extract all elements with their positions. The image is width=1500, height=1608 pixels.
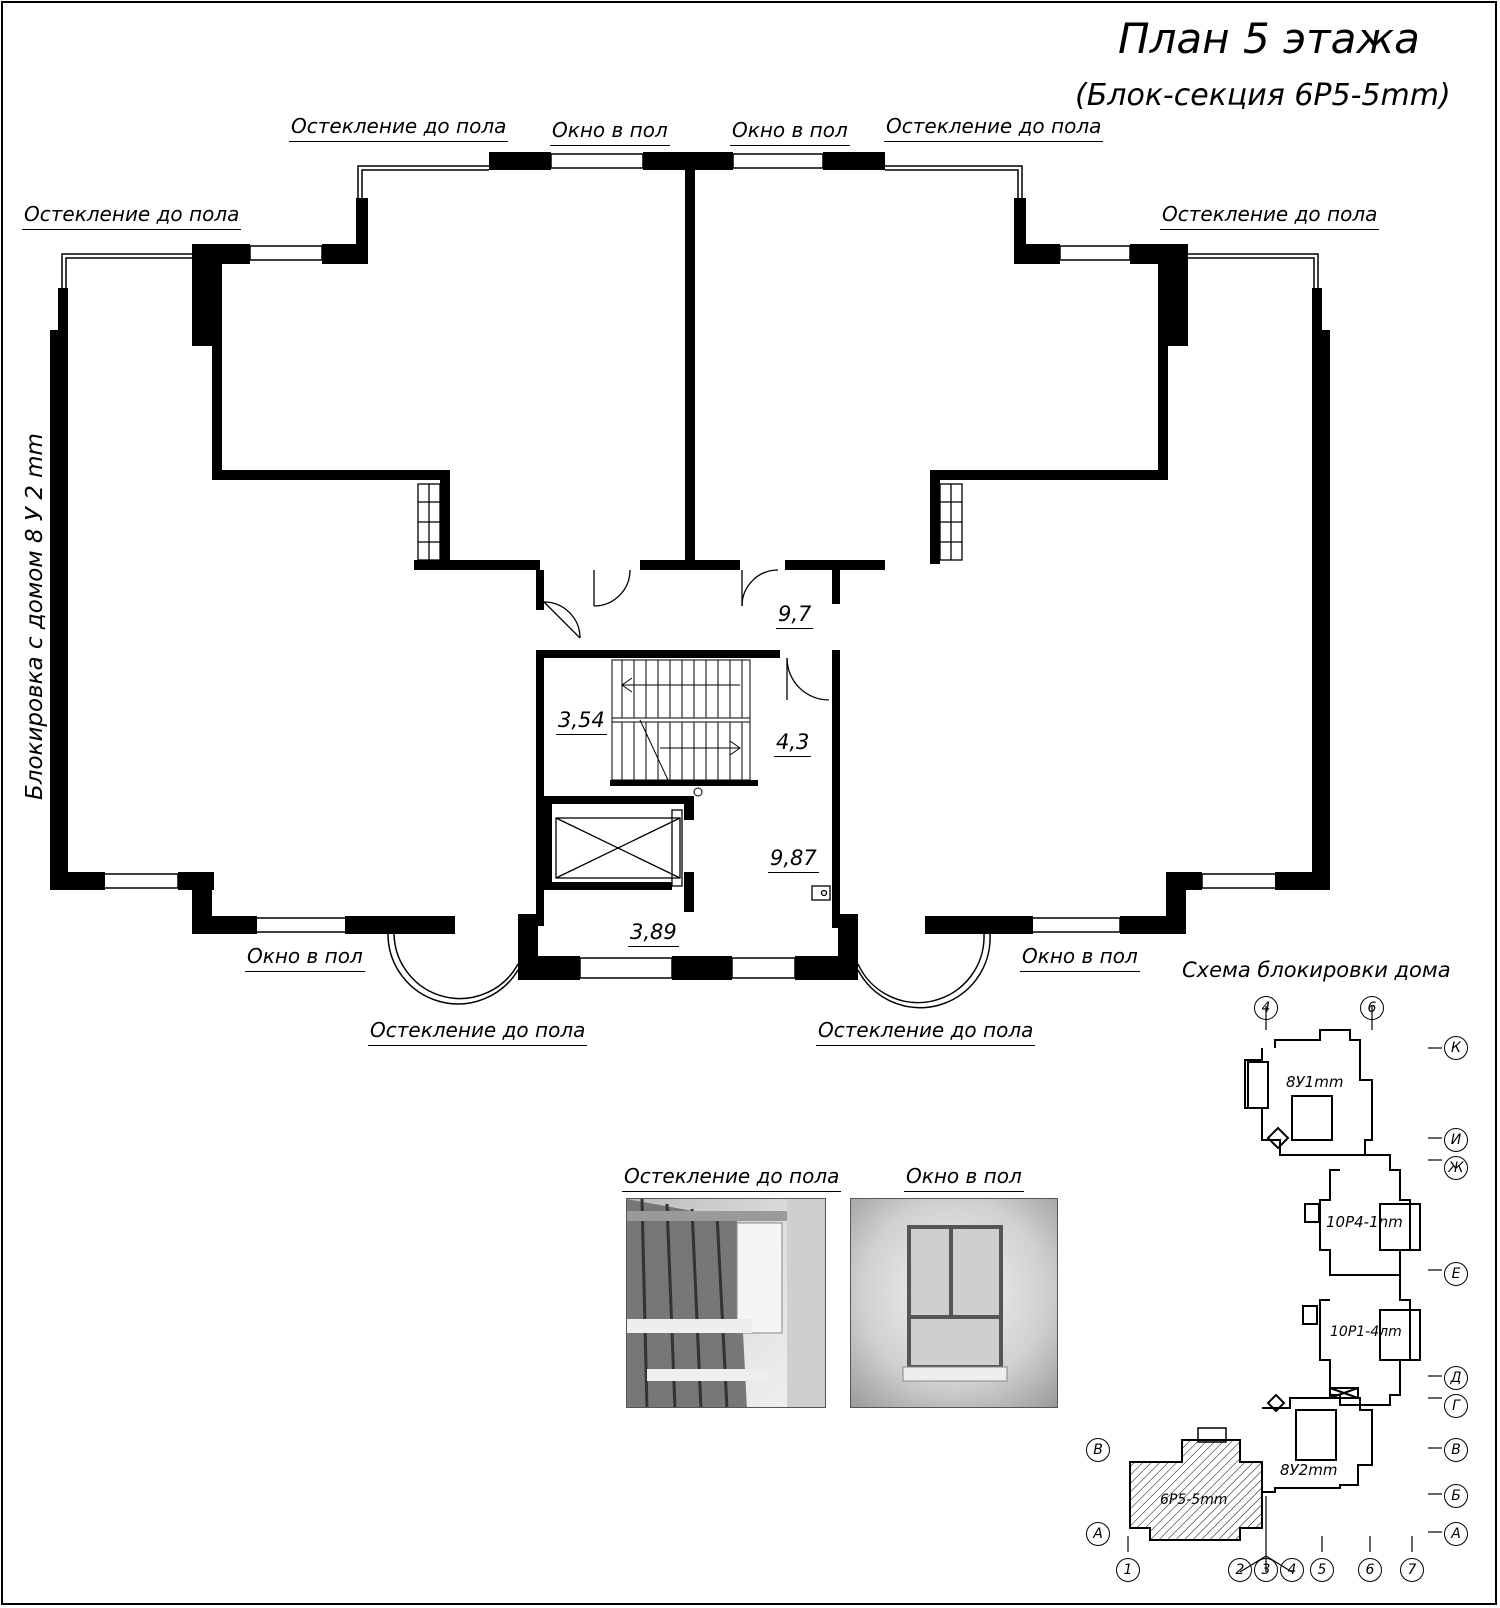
shafts xyxy=(417,483,963,561)
axis-right-zh: Ж xyxy=(1444,1156,1468,1180)
glazing-photo xyxy=(626,1198,826,1408)
area-elevator-hall: 9,87 xyxy=(768,846,819,873)
axis-bottom-4: 4 xyxy=(1280,1558,1304,1582)
block-10p4: 10Р4-1nm xyxy=(1326,1213,1403,1231)
glazing-photo-graphic xyxy=(627,1199,825,1407)
axis-left-a: А xyxy=(1086,1522,1110,1546)
axis-bottom-7: 7 xyxy=(1400,1558,1424,1582)
label-glazing-left: Остекление до пола xyxy=(22,202,242,230)
axis-right-e: Е xyxy=(1444,1262,1468,1286)
axis-right-k: К xyxy=(1444,1036,1468,1060)
window-photo-graphic xyxy=(902,1225,1008,1382)
axis-right-v: В xyxy=(1444,1438,1468,1462)
block-10p1: 10Р1-4лm xyxy=(1330,1324,1402,1340)
axis-right-b: Б xyxy=(1444,1484,1468,1508)
axis-bottom-6: 6 xyxy=(1358,1558,1382,1582)
axis-top-6: 6 xyxy=(1360,996,1384,1020)
label-window-top-right: Окно в пол xyxy=(730,118,850,146)
label-window-bottom-right: Окно в пол xyxy=(1020,944,1140,972)
window-photo xyxy=(850,1198,1058,1408)
legend-window-title: Окно в пол xyxy=(904,1164,1024,1192)
elevator xyxy=(555,809,831,901)
area-lobby: 9,7 xyxy=(776,602,814,629)
area-stair: 3,54 xyxy=(556,708,607,735)
windows xyxy=(61,153,1319,1009)
legend-glazing-title: Остекление до пола xyxy=(622,1164,842,1192)
axis-left-v: В xyxy=(1086,1438,1110,1462)
block-8u2: 8У2mm xyxy=(1280,1461,1338,1479)
label-glazing-bottom-right: Остекление до пола xyxy=(816,1018,1036,1046)
label-glazing-bottom-left: Остекление до пола xyxy=(368,1018,588,1046)
drawing-title: План 5 этажа xyxy=(1118,14,1420,63)
axis-right-i: И xyxy=(1444,1128,1468,1152)
doors xyxy=(543,569,830,701)
axis-bottom-3: 3 xyxy=(1254,1558,1278,1582)
label-glazing-top-left: Остекление до пола xyxy=(289,114,509,142)
axis-bottom-1: 1 xyxy=(1116,1558,1140,1582)
axis-bottom-2: 2 xyxy=(1228,1558,1252,1582)
label-glazing-top-right: Остекление до пола xyxy=(884,114,1104,142)
axis-right-g: Г xyxy=(1444,1394,1468,1418)
axis-top-4: 4 xyxy=(1254,996,1278,1020)
label-window-bottom-left: Окно в пол xyxy=(245,944,365,972)
drawing-subtitle: (Блок-секция 6Р5-5mm) xyxy=(1075,78,1451,113)
axis-right-d: Д xyxy=(1444,1366,1468,1390)
axis-right-a: А xyxy=(1444,1522,1468,1546)
stair xyxy=(611,659,751,797)
label-window-top-left: Окно в пол xyxy=(550,118,670,146)
block-6p5: 6Р5-5mm xyxy=(1160,1492,1228,1508)
area-hall: 4,3 xyxy=(774,730,812,757)
walls xyxy=(50,152,1330,980)
scheme-title: Схема блокировки дома xyxy=(1182,958,1451,982)
block-8u1: 8У1mm xyxy=(1286,1073,1344,1091)
label-glazing-right: Остекление до пола xyxy=(1160,202,1380,230)
area-vestibule: 3,89 xyxy=(628,920,679,947)
axis-bottom-5: 5 xyxy=(1310,1558,1334,1582)
